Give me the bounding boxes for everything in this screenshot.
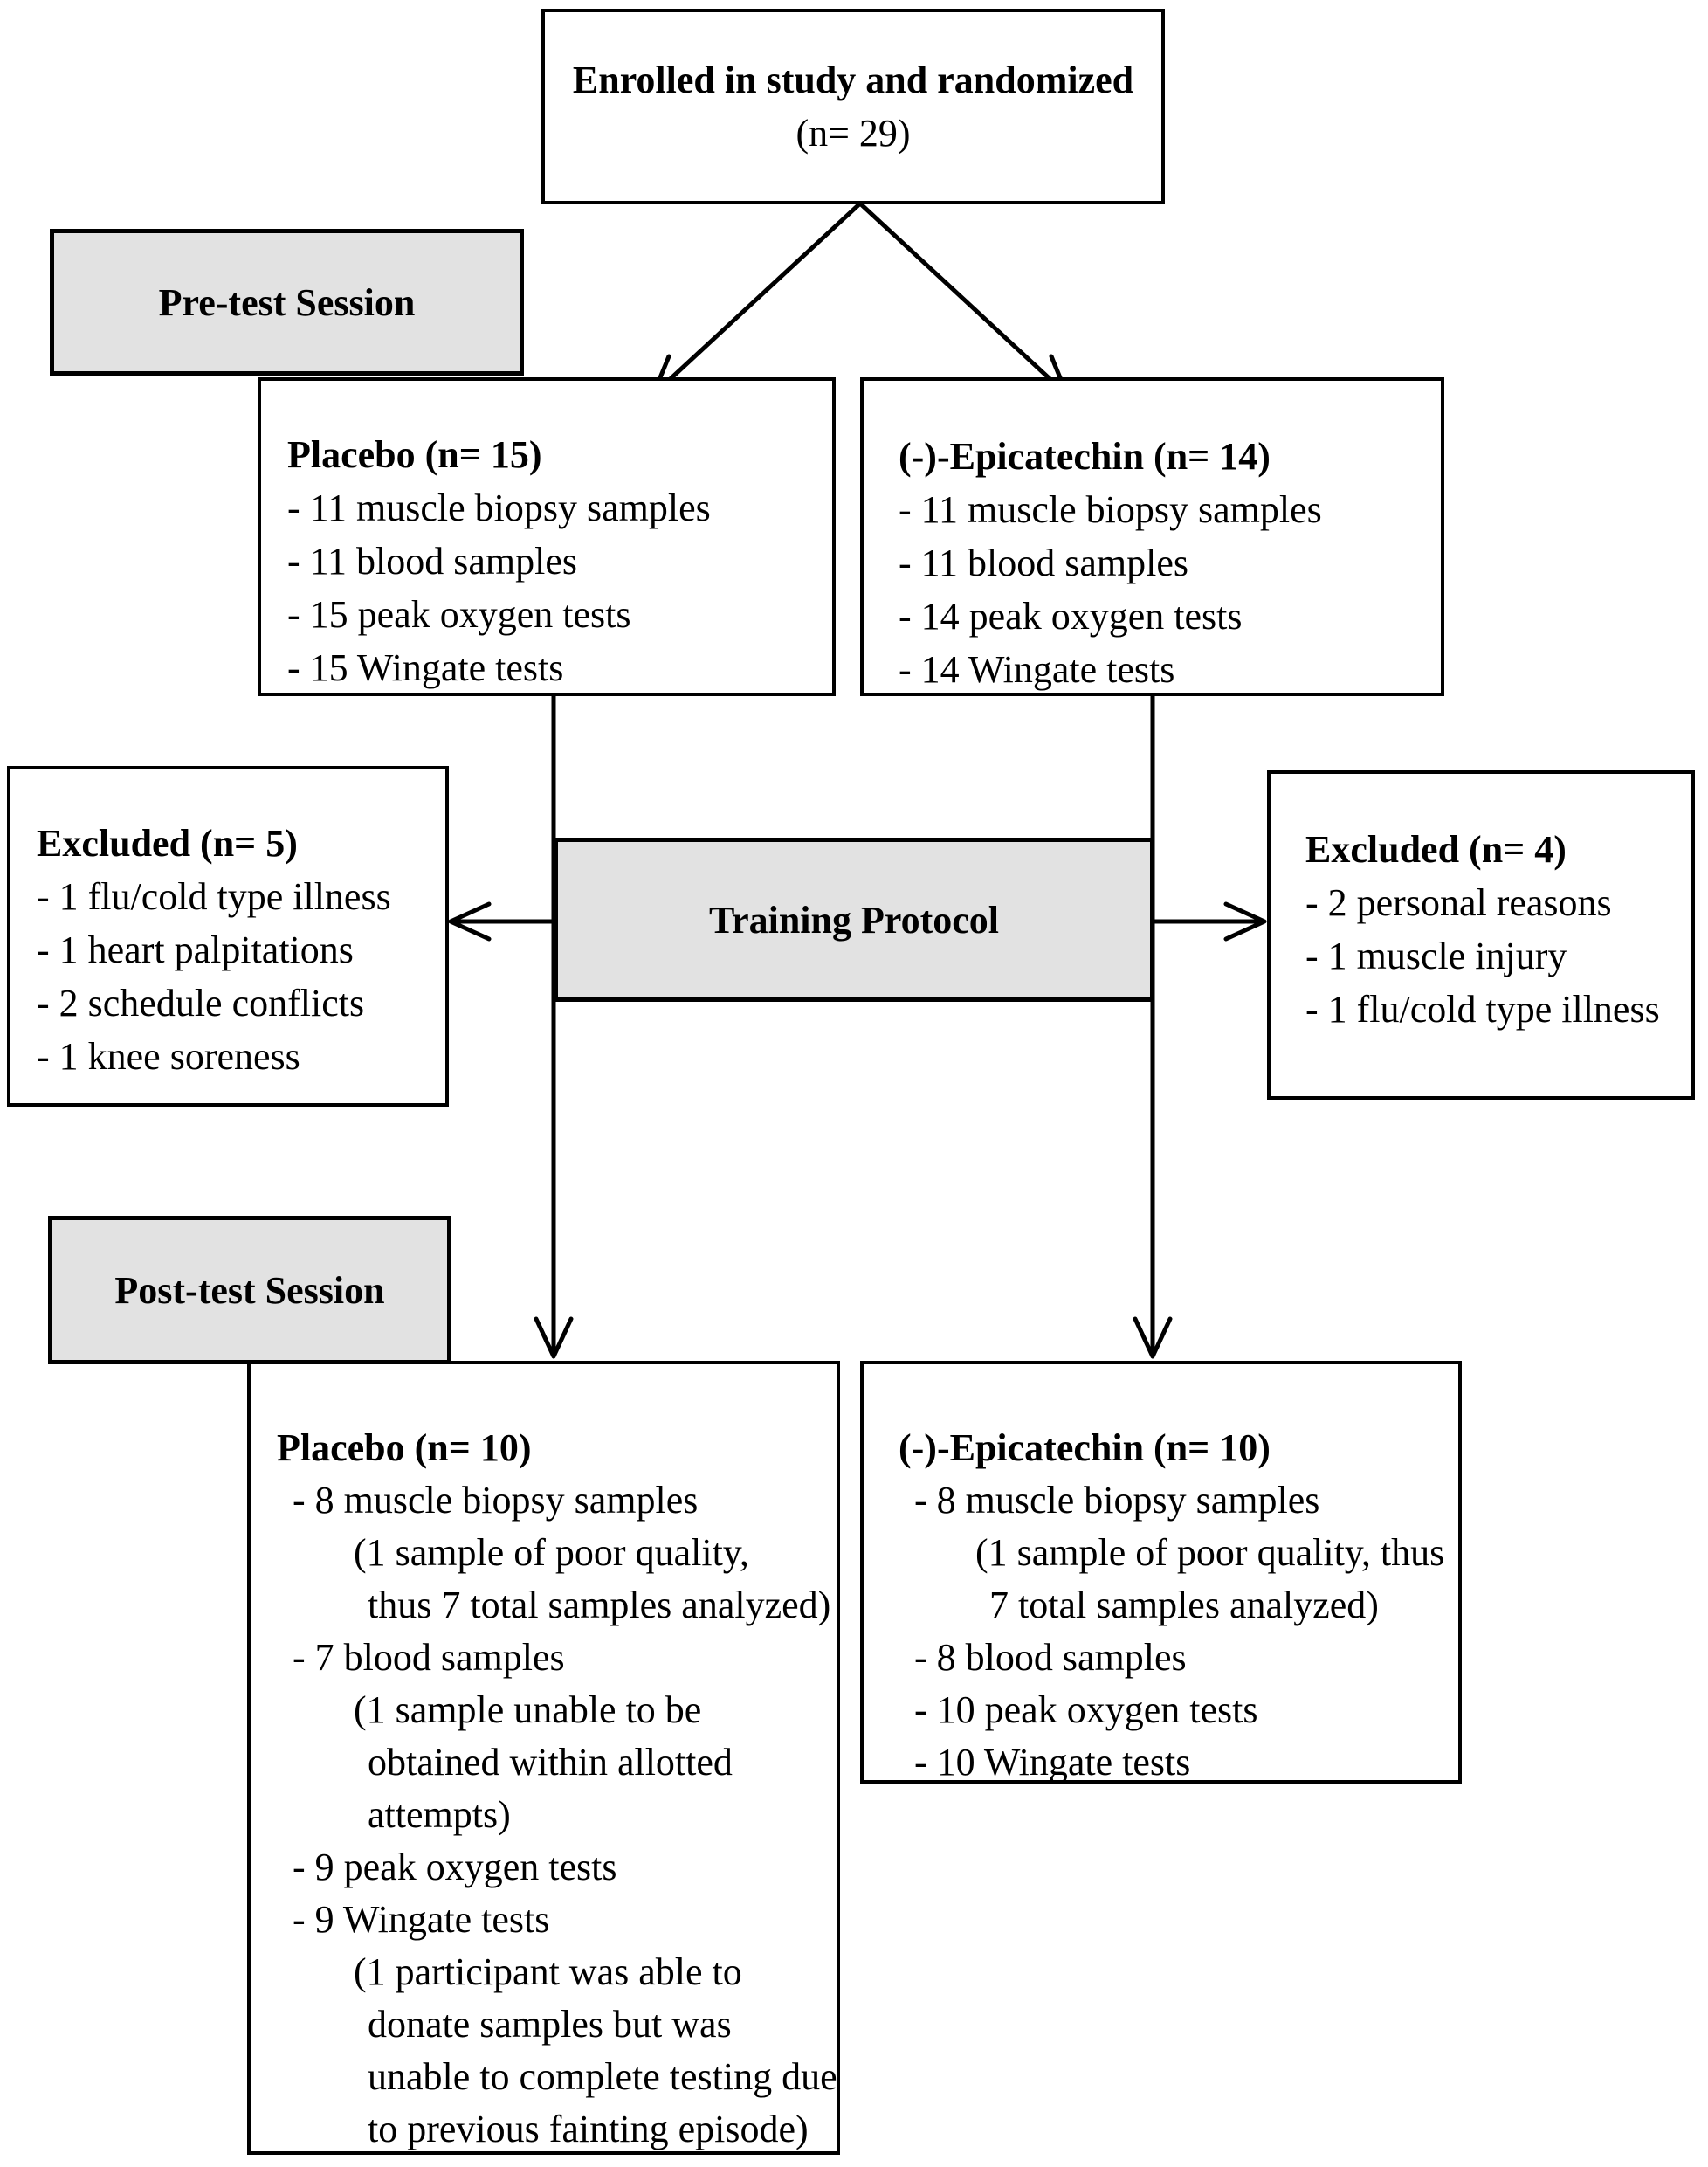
list-item: donate samples but was [368,2003,732,2046]
arrow-enrolled-to-placebo-pretest [651,201,863,397]
placebo-posttest-box: Placebo (n= 10) - 8 muscle biopsy sample… [247,1361,840,2155]
list-item: - 8 blood samples [914,1636,1187,1679]
list-item: 7 total samples analyzed) [989,1584,1379,1626]
list-item: obtained within allotted [368,1741,733,1784]
list-item: - 2 personal reasons [1305,881,1612,924]
list-item: - 2 schedule conflicts [37,982,365,1025]
epicatechin-posttest-items: - 8 muscle biopsy samples (1 sample of po… [899,1474,1445,1789]
training-protocol-text: Training Protocol [708,898,1000,942]
list-item: - 1 flu/cold type illness [37,875,391,918]
posttest-session-text: Post-test Session [114,1268,385,1312]
arrow-to-excluded-right [1150,901,1267,942]
excluded-left-items: - 1 flu/cold type illness - 1 heart palpi… [37,870,428,1083]
pretest-session-label: Pre-test Session [50,229,524,376]
list-item: - 1 flu/cold type illness [1305,988,1660,1031]
list-item: - 15 Wingate tests [287,646,564,689]
list-item: (1 participant was able to [354,1950,742,1993]
list-item: to previous fainting episode) [368,2108,809,2150]
list-item: - 14 peak oxygen tests [899,595,1243,638]
list-item: - 1 heart palpitations [37,928,354,971]
list-item: (1 sample of poor quality, thus [975,1531,1445,1574]
placebo-pretest-title: Placebo (n= 15) [287,433,542,476]
arrow-to-excluded-left [448,901,556,942]
list-item: - 10 Wingate tests [914,1741,1191,1784]
list-item: - 11 muscle biopsy samples [287,487,711,529]
posttest-session-label: Post-test Session [48,1216,451,1364]
excluded-left-title: Excluded (n= 5) [37,822,298,865]
placebo-pretest-items: - 11 muscle biopsy samples - 11 blood sam… [287,481,815,694]
list-item: - 10 peak oxygen tests [914,1688,1258,1731]
list-item: - 7 blood samples [293,1636,565,1679]
arrow-placebo-to-posttest [534,692,574,1359]
list-item: - 11 muscle biopsy samples [899,488,1322,531]
list-item: - 1 muscle injury [1305,935,1567,977]
list-item: - 9 peak oxygen tests [293,1846,617,1888]
pretest-session-text: Pre-test Session [158,280,416,324]
epicatechin-posttest-box: (-)-Epicatechin (n= 10) - 8 muscle biops… [860,1361,1462,1784]
list-item: - 9 Wingate tests [293,1898,550,1941]
list-item: thus 7 total samples analyzed) [368,1584,831,1626]
list-item: - 1 knee soreness [37,1035,300,1078]
arrow-epicatechin-to-posttest [1133,692,1173,1359]
list-item: - 15 peak oxygen tests [287,593,631,636]
list-item: - 11 blood samples [899,542,1188,584]
list-item: - 8 muscle biopsy samples [914,1479,1320,1522]
epicatechin-pretest-title: (-)-Epicatechin (n= 14) [899,435,1271,478]
arrow-enrolled-to-epicatechin-pretest [857,201,1070,397]
placebo-pretest-box: Placebo (n= 15) - 11 muscle biopsy sampl… [258,377,836,696]
epicatechin-pretest-box: (-)-Epicatechin (n= 14) - 11 muscle biop… [860,377,1444,696]
excluded-right-items: - 2 personal reasons - 1 muscle injury - 1… [1305,876,1674,1036]
epicatechin-posttest-title: (-)-Epicatechin (n= 10) [899,1426,1271,1469]
list-item: - 8 muscle biopsy samples [293,1479,699,1522]
list-item: - 11 blood samples [287,540,577,583]
list-item: (1 sample unable to be [354,1688,702,1731]
enrolled-count: (n= 29) [795,112,911,155]
placebo-posttest-items: - 8 muscle biopsy samples (1 sample of po… [277,1474,837,2156]
excluded-left-box: Excluded (n= 5) - 1 flu/cold type illnes… [7,766,449,1107]
list-item: (1 sample of poor quality, [354,1531,749,1574]
enrolled-box: Enrolled in study and randomized (n= 29) [541,9,1165,204]
list-item: attempts) [368,1793,511,1836]
epicatechin-pretest-items: - 11 muscle biopsy samples - 11 blood sam… [899,483,1423,696]
list-item: - 14 Wingate tests [899,648,1175,691]
placebo-posttest-title: Placebo (n= 10) [277,1426,532,1469]
list-item: unable to complete testing due [368,2055,837,2098]
enrolled-title: Enrolled in study and randomized [572,59,1134,101]
excluded-right-box: Excluded (n= 4) - 2 personal reasons - 1 … [1267,770,1695,1100]
excluded-right-title: Excluded (n= 4) [1305,828,1567,871]
training-protocol-label: Training Protocol [554,838,1154,1002]
